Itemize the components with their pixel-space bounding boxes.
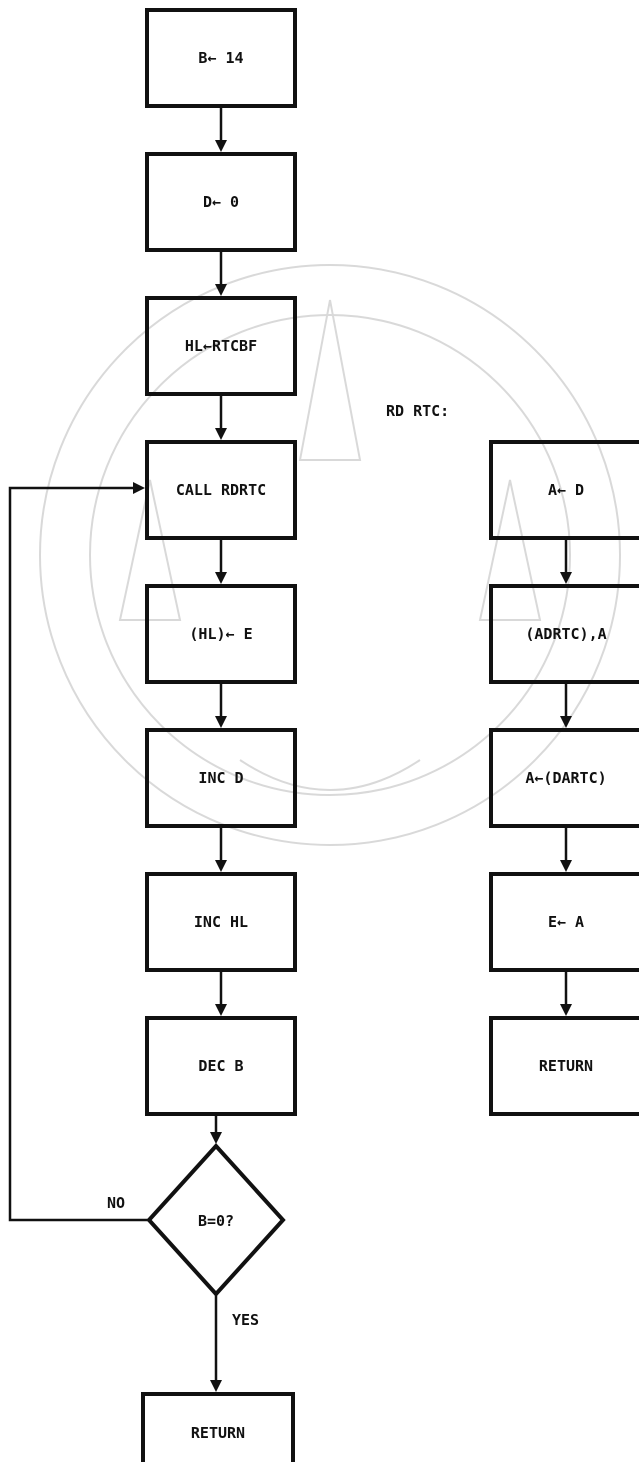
flow-arrow [560,538,572,584]
watermark-seal [39,264,621,846]
process-label-step-8: DEC B [198,1057,243,1075]
flow-arrow [210,1114,222,1144]
return-box-main: RETURN [141,1392,295,1462]
flow-arrow [560,970,572,1016]
process-label-sub-2: (ADRTC),A [525,625,606,643]
flow-arrow [215,538,227,584]
return-label-sub: RETURN [539,1057,593,1075]
process-label-sub-1: A← D [548,481,584,499]
flow-arrow [560,826,572,872]
process-box-step-5: (HL)← E [145,584,297,684]
process-label-step-6: INC D [198,769,243,787]
return-box-sub: RETURN [489,1016,639,1116]
process-box-step-4: CALL RDRTC [145,440,297,540]
process-label-step-3: HL←RTCBF [185,337,257,355]
flow-arrow [215,250,227,296]
yes-arrow [210,1294,222,1392]
process-label-step-7: INC HL [194,913,248,931]
flow-arrow [215,106,227,152]
flow-arrow [215,682,227,728]
process-label-step-4: CALL RDRTC [176,481,266,499]
return-label-main: RETURN [191,1424,245,1442]
process-box-step-8: DEC B [145,1016,297,1116]
decision-diamond: B=0? [146,1143,286,1297]
process-box-step-3: HL←RTCBF [145,296,297,396]
process-box-sub-2: (ADRTC),A [489,584,639,684]
subroutine-flow: RD RTC: A← D (ADRTC),A A←(DARTC) E← A [386,402,639,1116]
process-label-sub-3: A←(DARTC) [525,769,606,787]
flow-arrow [215,826,227,872]
subroutine-title: RD RTC: [386,402,449,420]
no-loop-arrow [8,482,149,1222]
decision-label: B=0? [198,1212,234,1230]
process-label-sub-4: E← A [548,913,584,931]
process-box-step-2: D← 0 [145,152,297,252]
flow-arrow [215,394,227,440]
process-label-step-5: (HL)← E [189,625,252,643]
process-label-step-1: B← 14 [198,49,243,67]
no-label: NO [107,1194,125,1212]
flow-arrow [560,682,572,728]
process-box-step-1: B← 14 [145,8,297,108]
flow-arrow [215,970,227,1016]
process-box-step-7: INC HL [145,872,297,972]
process-box-sub-1: A← D [489,440,639,540]
process-label-step-2: D← 0 [203,193,239,211]
process-box-sub-4: E← A [489,872,639,972]
process-box-sub-3: A←(DARTC) [489,728,639,828]
yes-label: YES [232,1311,259,1329]
main-flow: B← 14 D← 0 HL←RTCBF CALL RDRTC [8,8,297,1462]
